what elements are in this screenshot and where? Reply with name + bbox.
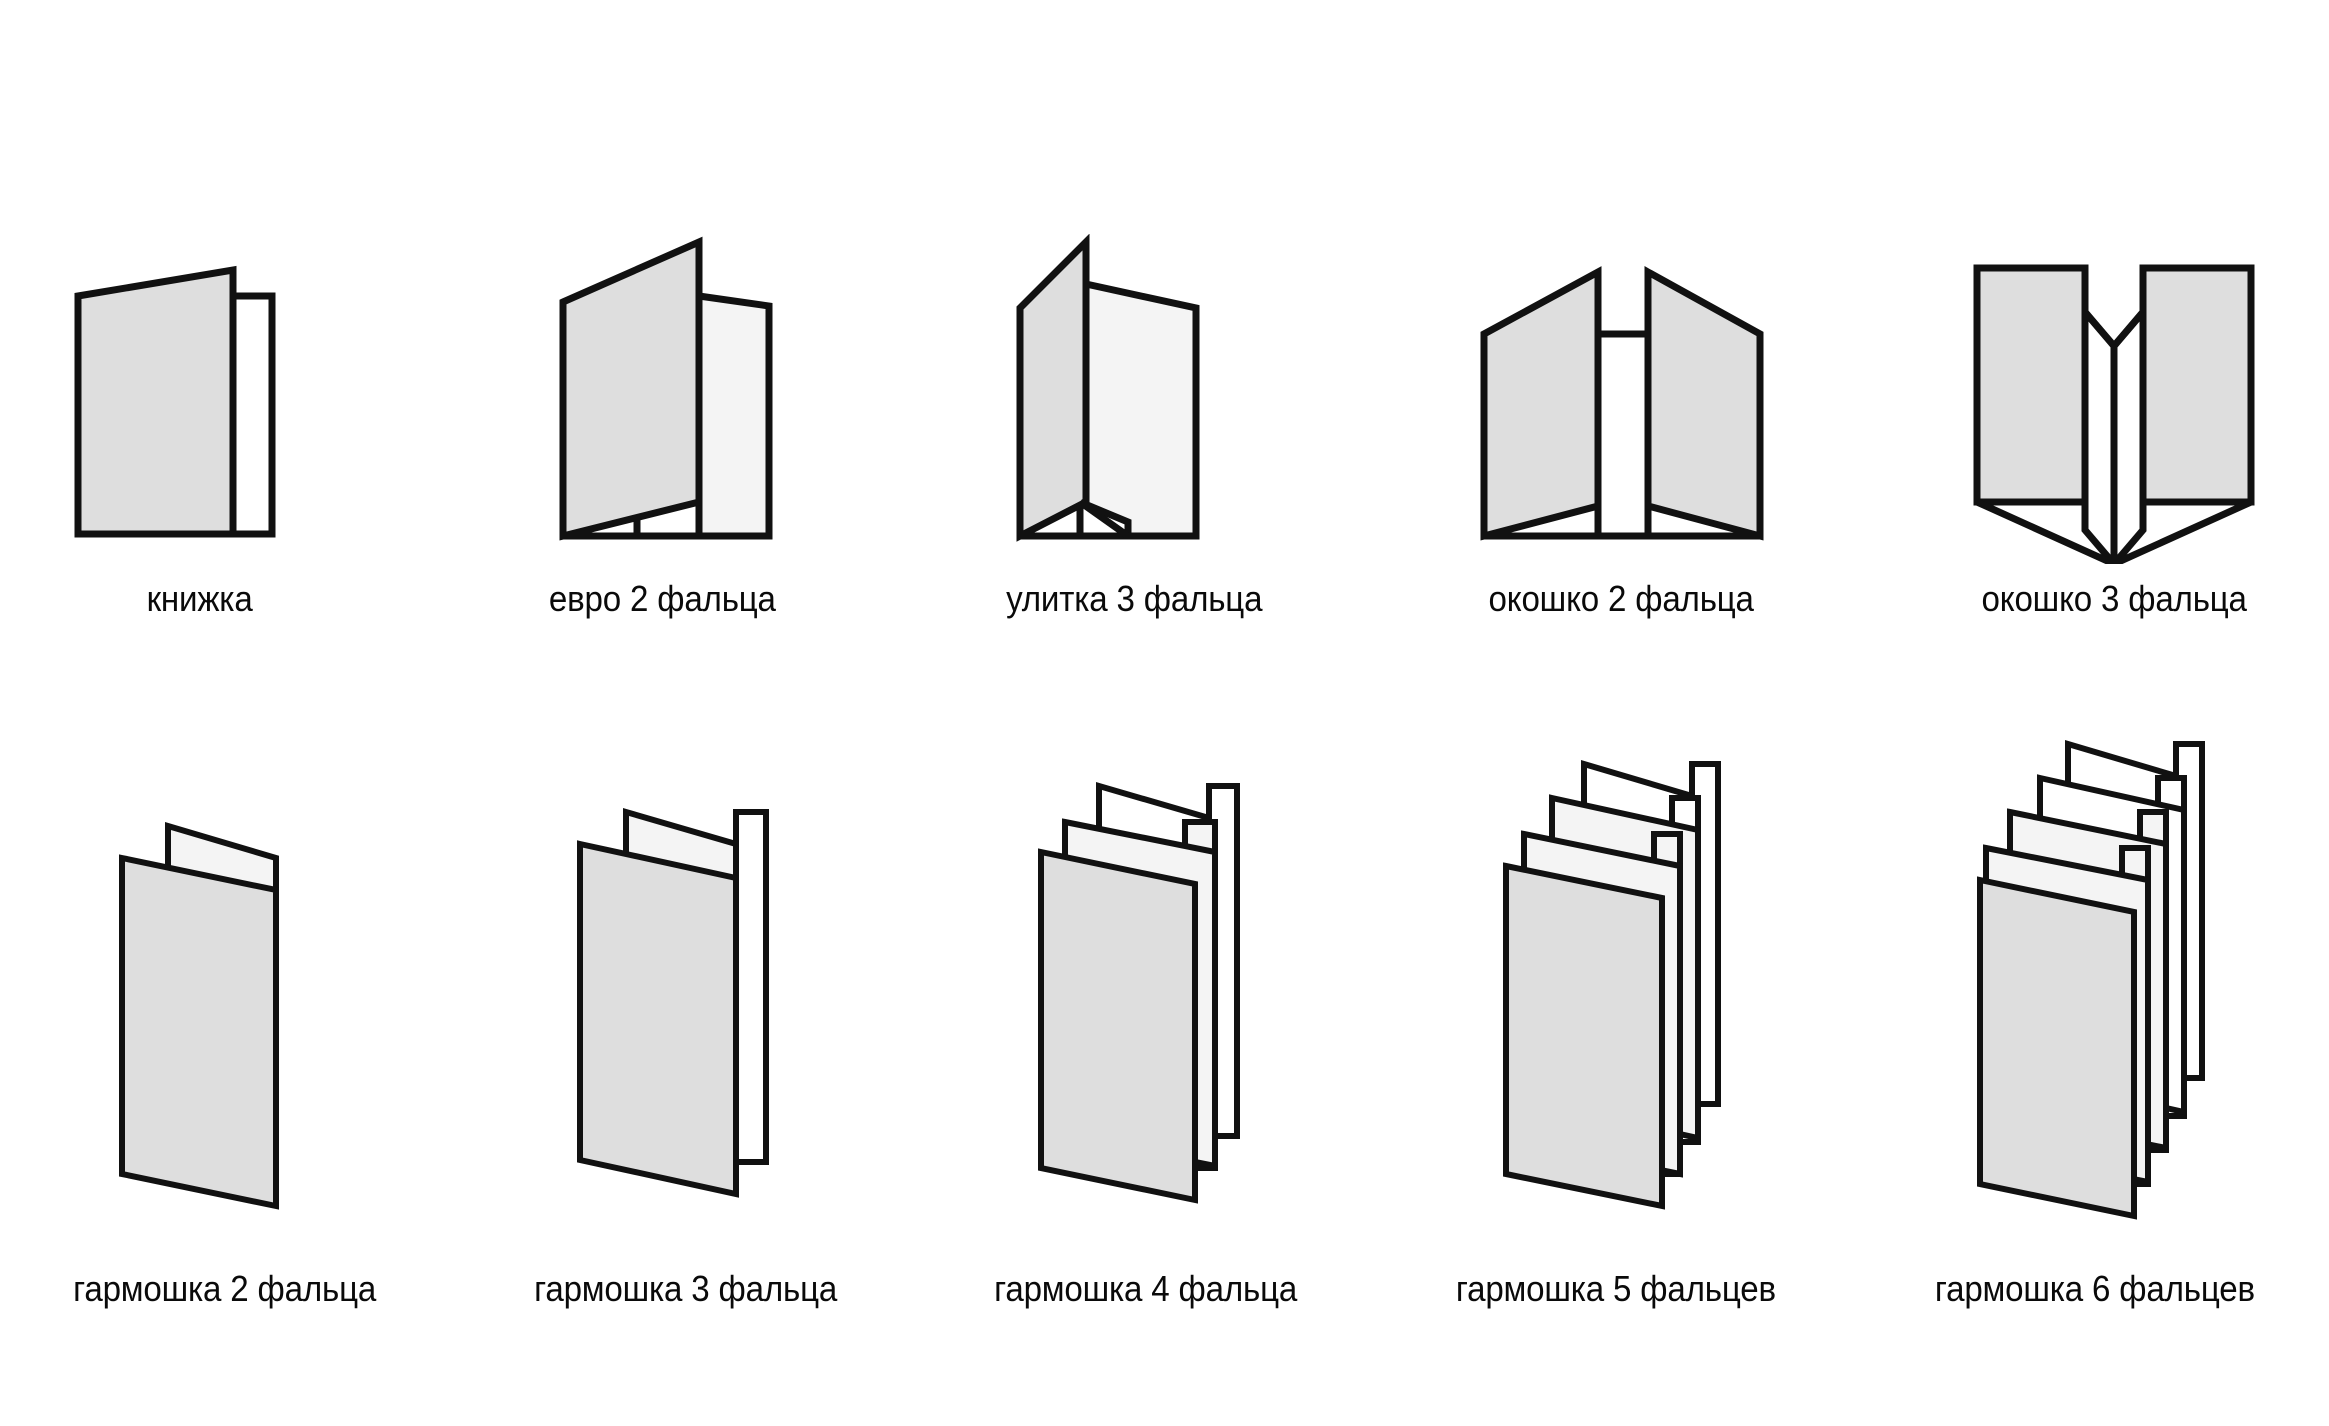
fold-type-label-okoshko-2: окошко 2 фальца (1488, 578, 1754, 619)
fold-type-card-knizhka[interactable]: книжка (70, 234, 330, 620)
accordion-3-diagram (577, 808, 770, 1198)
accordion-5-diagram (1502, 759, 1721, 1210)
fold-type-label-garmoshka-4: гармошка 4 фальца (994, 1268, 1298, 1309)
fold-type-label-ulitka-3: улитка 3 фальца (1006, 578, 1263, 619)
fold-type-label-garmoshka-3: гармошка 3 фальца (533, 1268, 837, 1309)
fold-type-label-knizhka: книжка (147, 578, 253, 619)
fold-type-card-garmoshka-5[interactable]: гармошка 5 фальцев (1442, 754, 1790, 1310)
fold-type-card-garmoshka-3[interactable]: гармошка 3 фальца (521, 794, 850, 1310)
fold-type-card-evro-2[interactable]: евро 2 фальца (533, 234, 793, 620)
fold-type-card-garmoshka-2[interactable]: гармошка 2 фальца (60, 814, 389, 1310)
gate-fold-2-diagram (1480, 266, 1764, 541)
fold-type-label-garmoshka-2: гармошка 2 фальца (73, 1268, 377, 1309)
accordion-2-diagram (118, 821, 279, 1210)
fold-type-card-okoshko-3[interactable]: окошко 3 фальца (1969, 234, 2259, 620)
fold-type-label-okoshko-3: окошко 3 фальца (1981, 578, 2247, 619)
accordion-4-diagram (1037, 782, 1240, 1204)
fold-type-label-garmoshka-5: гармошка 5 фальцев (1455, 1268, 1776, 1309)
bifold-book-diagram (74, 265, 276, 538)
fold-type-card-garmoshka-6[interactable]: гармошка 6 фальцев (1921, 734, 2269, 1310)
fold-type-label-garmoshka-6: гармошка 6 фальцев (1935, 1268, 2256, 1309)
fold-types-row-bottom: гармошка 2 фальца гармошка 3 фальца гарм… (0, 650, 2329, 1310)
accordion-6-diagram (1977, 739, 2206, 1220)
gate-fold-3-diagram (1973, 264, 2255, 564)
fold-type-card-ulitka-3[interactable]: улитка 3 фальца (995, 234, 1273, 620)
fold-type-label-evro-2: евро 2 фальца (549, 578, 777, 619)
euro-zfold-diagram (559, 236, 773, 541)
fold-types-row-top: книжка евро 2 фальца улитка 3 фальца (0, 0, 2329, 620)
roll-fold-diagram (1016, 234, 1200, 542)
fold-type-card-garmoshka-4[interactable]: гармошка 4 фальца (981, 774, 1310, 1310)
fold-type-card-okoshko-2[interactable]: окошко 2 фальца (1476, 234, 1766, 620)
